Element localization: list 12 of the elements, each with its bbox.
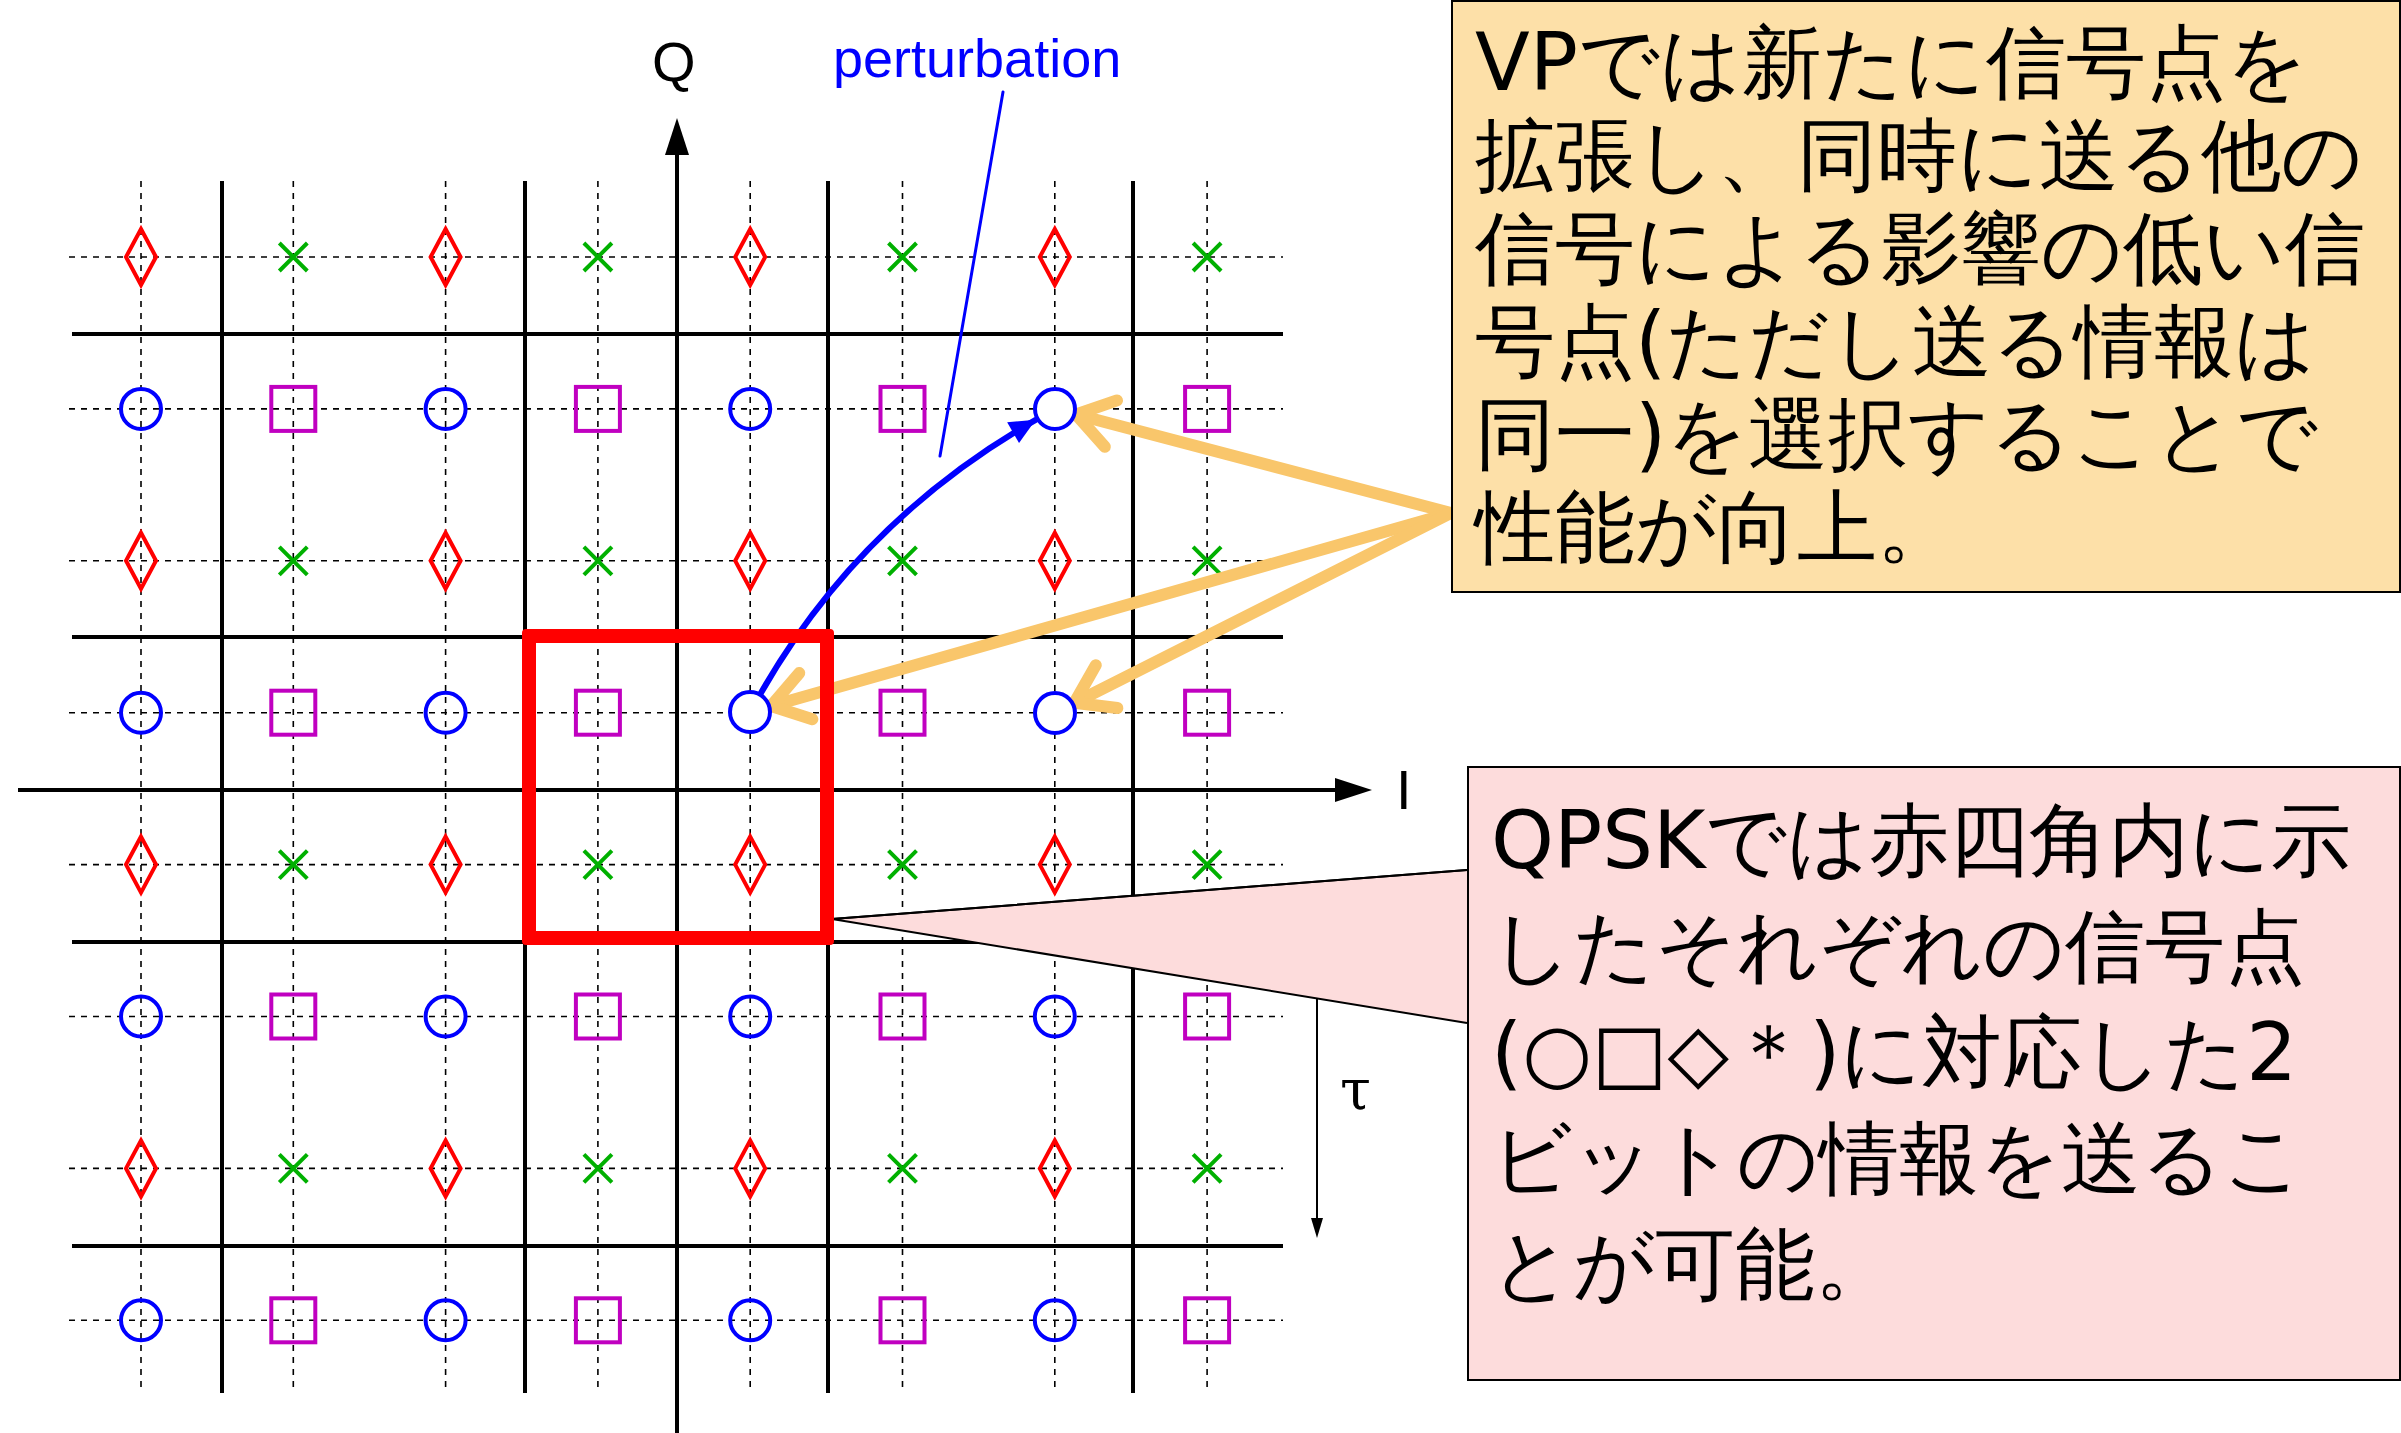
selected-signal-point [728,690,772,734]
arrow [757,416,1039,696]
selected-signal-point [1032,386,1077,431]
callout-box: QPSKでは赤四角内に示したそれぞれの信号点(○□◇＊)に対応した2ビットの情報を送ることが可能。 [1467,766,2401,1381]
axis-label: Q [652,32,696,92]
selected-signal-point [1032,690,1077,735]
highlight-rectangle [522,629,834,945]
leader-line [938,90,1005,458]
callout-box: VPでは新たに信号点を拡張し、同時に送る他の信号による影響の低い信号点(ただし送る情報は同一)を選択することで性能が向上。 [1451,0,2401,593]
tau-label: τ [1340,1060,1371,1120]
axis-label: I [1396,760,1412,820]
annotation-label: perturbation [833,28,1122,88]
